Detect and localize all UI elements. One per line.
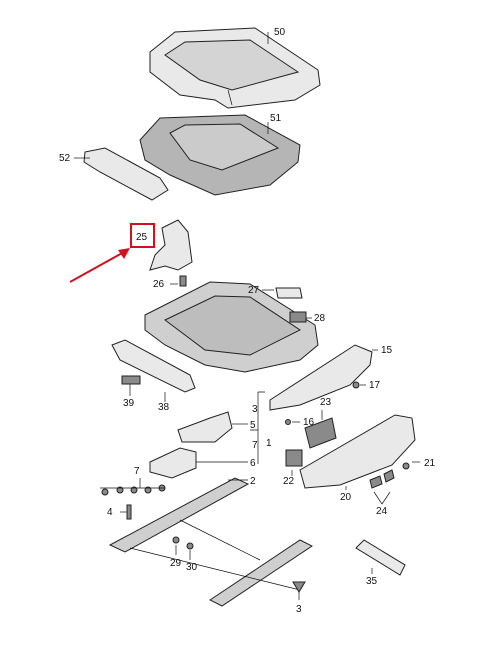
callout-26: 26 xyxy=(153,279,165,290)
part-35-grease-tube[interactable] xyxy=(355,539,406,576)
part-23-switch[interactable] xyxy=(304,417,337,449)
callout-2: 2 xyxy=(250,476,256,487)
callout-4: 4 xyxy=(107,507,113,518)
callout-52: 52 xyxy=(59,153,71,164)
highlight-arrow-head xyxy=(118,248,130,259)
part-52-front-trim[interactable] xyxy=(83,147,169,201)
part-28[interactable] xyxy=(289,311,307,323)
callout-27: 27 xyxy=(248,285,260,296)
part-16-screw[interactable] xyxy=(285,419,291,425)
callout-1: 1 xyxy=(266,438,272,449)
part-51-seat-foam[interactable] xyxy=(139,114,301,196)
callout-17: 17 xyxy=(369,380,381,391)
callout-29: 29 xyxy=(170,558,182,569)
part-6-motor[interactable] xyxy=(149,447,197,479)
callout-24: 24 xyxy=(376,506,388,517)
part-15-side-bracket[interactable] xyxy=(269,344,373,411)
callout-38: 38 xyxy=(158,402,170,413)
callout-23: 23 xyxy=(320,397,332,408)
part-17-screw[interactable] xyxy=(352,381,360,389)
callout-50: 50 xyxy=(274,27,286,38)
callout-16: 16 xyxy=(303,417,315,428)
seat-rails[interactable] xyxy=(108,477,313,607)
part-38-side-trim[interactable] xyxy=(111,339,196,393)
callout-7-right: 7 xyxy=(252,440,258,451)
part-25-bracket[interactable] xyxy=(149,219,193,271)
part-4-bolt[interactable] xyxy=(126,504,132,520)
callout-28: 28 xyxy=(314,313,326,324)
part-50-seat-cover[interactable] xyxy=(149,27,321,109)
part-39-connector[interactable] xyxy=(121,375,141,385)
callout-51: 51 xyxy=(270,113,282,124)
part-20-side-cover[interactable] xyxy=(299,414,416,489)
callout-30: 30 xyxy=(186,562,198,573)
part-24-buttons[interactable] xyxy=(369,469,395,489)
part-5-motor[interactable] xyxy=(177,411,233,443)
callout-22: 22 xyxy=(283,476,295,487)
part-3-foot[interactable] xyxy=(292,581,306,593)
callout-5: 5 xyxy=(250,420,256,431)
callout-25: 25 xyxy=(136,232,148,243)
callout-20: 20 xyxy=(340,492,352,503)
highlight-box xyxy=(130,223,155,248)
callout-3-lower: 3 xyxy=(296,604,302,615)
part-7-screws[interactable] xyxy=(101,484,166,496)
part-29-clip[interactable] xyxy=(172,536,180,544)
part-22-connector[interactable] xyxy=(285,449,303,467)
callout-15: 15 xyxy=(381,345,393,356)
callout-3-upper: 3 xyxy=(252,404,258,415)
part-26-clip[interactable] xyxy=(179,275,187,287)
callout-7-left: 7 xyxy=(134,466,140,477)
callout-35: 35 xyxy=(366,576,378,587)
part-21-clip[interactable] xyxy=(402,462,410,470)
callout-6: 6 xyxy=(250,458,256,469)
part-30-clip[interactable] xyxy=(186,542,194,550)
seat-frame[interactable] xyxy=(144,281,319,373)
callout-39: 39 xyxy=(123,398,135,409)
callout-21: 21 xyxy=(424,458,436,469)
highlight-arrow xyxy=(69,251,125,283)
part-27[interactable] xyxy=(275,287,303,299)
